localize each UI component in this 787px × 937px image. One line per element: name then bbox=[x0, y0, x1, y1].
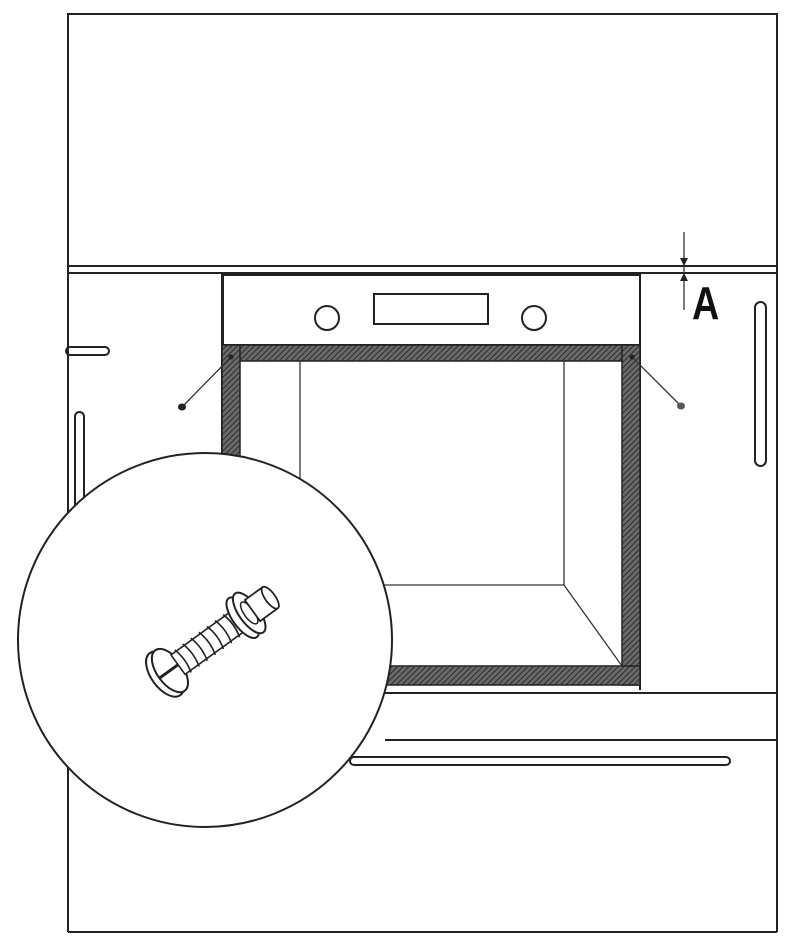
upper-cabinet bbox=[67, 13, 778, 267]
drawer-front bbox=[349, 692, 777, 766]
control-knob-icon bbox=[521, 305, 547, 331]
right-vertical-handle bbox=[754, 301, 767, 467]
control-knob-icon bbox=[314, 305, 340, 331]
screw-icon bbox=[629, 354, 685, 410]
oven-display bbox=[373, 293, 489, 325]
left-short-handle bbox=[65, 346, 110, 356]
oven-control-panel bbox=[222, 274, 641, 346]
detail-magnifier bbox=[17, 452, 393, 828]
screw-icon bbox=[178, 354, 234, 411]
screw-icon bbox=[145, 585, 280, 698]
dimension-arrow-icon bbox=[680, 232, 688, 310]
dimension-label-a: A bbox=[692, 277, 720, 329]
